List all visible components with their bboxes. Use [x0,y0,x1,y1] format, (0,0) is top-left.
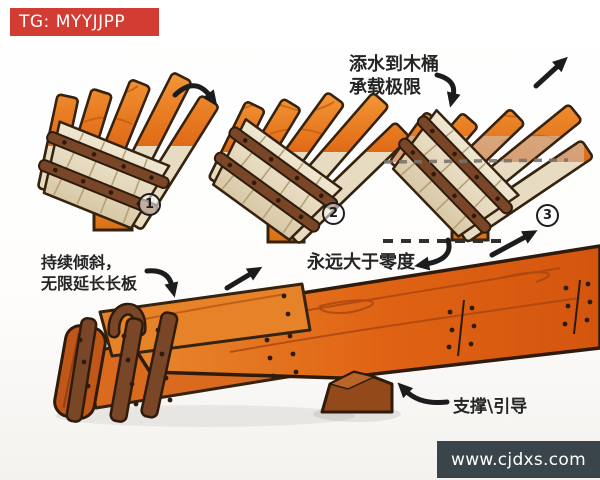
waterline-dashed-line [383,158,569,164]
step-2-badge: 2 [322,202,345,225]
arrow-top-right-up [533,56,568,89]
annotation-support: 支撑\引导 [453,397,528,417]
watermark-top-banner: TG: MYYJJPP [10,8,159,36]
watermark-bottom-text: www.cjdxs.com [451,449,586,470]
annotation-add-water-line1: 添水到木桶 [349,54,439,75]
arrow-to-above-zero [414,237,452,271]
bundle-long-plank-grain [199,267,581,353]
bucket-1 [37,72,220,232]
bundle-top-plank [98,282,312,358]
bundle-long-plank [116,244,600,380]
step-3-badge: 3 [536,204,559,227]
long-plank-bundle [53,244,600,427]
annotation-keep-tilting-line2: 无限延长长板 [41,274,138,293]
arrow-keep-tilting-2 [224,266,263,291]
bundle-nails [264,281,593,379]
annotation-keep-tilting-line1: 持续倾斜， [41,253,122,272]
annotation-keep-tilting: 持续倾斜， 无限延长长板 [41,252,137,294]
arrow-step1-to-step2 [172,83,218,106]
annotation-add-water: 添水到木桶 承载极限 [349,53,439,99]
annotation-above-zero: 永远大于零度 [307,252,415,273]
watermark-top-text: TG: MYYJJPP [19,12,126,32]
step-1-badge: 1 [138,193,161,216]
arrow-keep-tilting-1 [144,268,179,298]
arrow-to-wedge [397,382,450,405]
arrow-add-water-down [434,72,461,108]
arrow-step3-up-right [489,230,538,258]
watermark-bottom-banner: www.cjdxs.com [437,441,600,478]
bucket-2 [208,92,410,244]
bucket-1-body [38,120,171,230]
support-wedge [320,370,394,414]
annotation-add-water-line2: 承载极限 [349,77,421,98]
bundle-straps [65,302,179,423]
